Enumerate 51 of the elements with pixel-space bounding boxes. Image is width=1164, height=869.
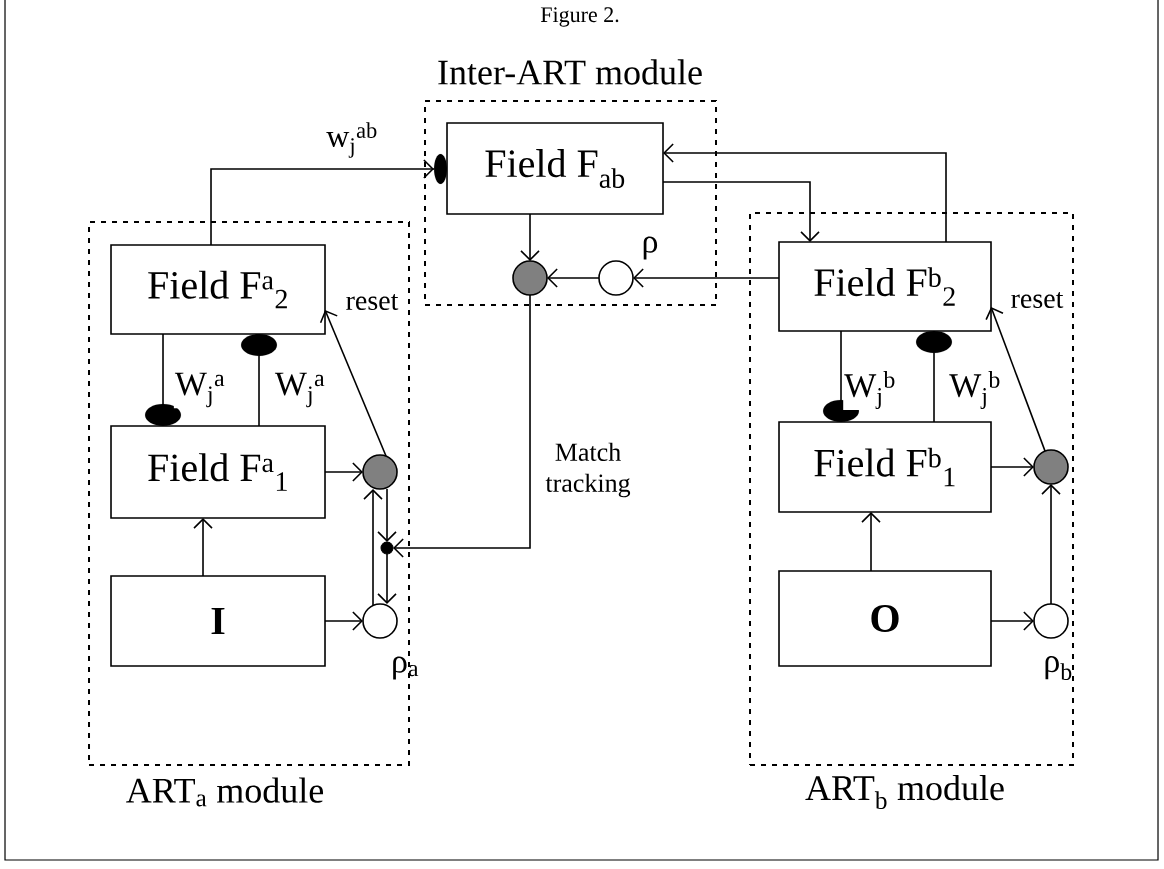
connector-arrow: [324, 462, 363, 482]
gain-control-circle: [1033, 449, 1069, 485]
connector-arrow: [861, 512, 881, 572]
field-box: I: [110, 575, 326, 667]
connector-arrow: [662, 181, 820, 242]
connector-arrow: [324, 611, 363, 631]
field-box: Field F$^{b}$1: [778, 421, 992, 513]
edge-label: W$_{j}$b: [948, 370, 1002, 410]
connector-arrow: [520, 213, 540, 261]
connector-arrow: [1041, 484, 1061, 605]
field-box: Field F$^{a}$2: [110, 244, 326, 335]
node-label: ART$_{a}$ module: [126, 777, 324, 807]
connector-arrow: [193, 518, 213, 577]
connector-arrow: [985, 307, 1046, 452]
edge-label: reset: [1009, 291, 1065, 309]
connector-arrow: [547, 268, 600, 288]
connector-arrow: [377, 488, 397, 542]
node-label: ART$_{b}$ module: [805, 774, 1004, 810]
field-box: Field F$^{b}$2: [778, 241, 992, 332]
connector-arrow: [990, 457, 1034, 477]
edge-label: reset: [344, 293, 400, 311]
edge-label: w$_{j}$ab: [325, 121, 379, 159]
connector-arrow: [823, 330, 859, 422]
vigilance-circle: [1033, 603, 1069, 639]
connector-arrow: [916, 331, 952, 423]
edge-label: W$_{j}$a: [173, 371, 227, 409]
connector-arrow: [145, 333, 181, 426]
vigilance-circle: [598, 260, 634, 296]
field-box: Field F$^{a}$1: [110, 425, 326, 519]
field-box: Field F$_{ab}$: [446, 122, 664, 215]
connector-arrow: [377, 553, 397, 604]
connector-arrow: [319, 310, 387, 457]
gain-control-circle: [512, 260, 548, 296]
connector-arrow: [633, 268, 780, 288]
edge-label: W$_{j}$a: [273, 371, 327, 409]
edge-label: Match tracking: [542, 441, 634, 499]
connector-arrow: [241, 334, 277, 427]
figure-title: Figure 2.: [540, 7, 619, 27]
vigilance-circle: [362, 603, 398, 639]
connector-arrow: [363, 489, 383, 606]
connector-arrow: [210, 154, 447, 246]
node-label: Inter-ART module: [438, 59, 702, 85]
connector-arrow: [393, 294, 531, 558]
vigilance-label: ρ$_{a}$: [393, 656, 419, 680]
connector-arrow: [663, 143, 947, 243]
connector-arrow: [990, 611, 1034, 631]
field-box: O: [778, 570, 992, 667]
vigilance-label: ρ: [643, 236, 658, 260]
edge-label: W$_{j}$b: [843, 370, 897, 410]
vigilance-label: ρ$_{b}$: [1045, 655, 1072, 681]
gain-control-circle: [362, 454, 398, 490]
